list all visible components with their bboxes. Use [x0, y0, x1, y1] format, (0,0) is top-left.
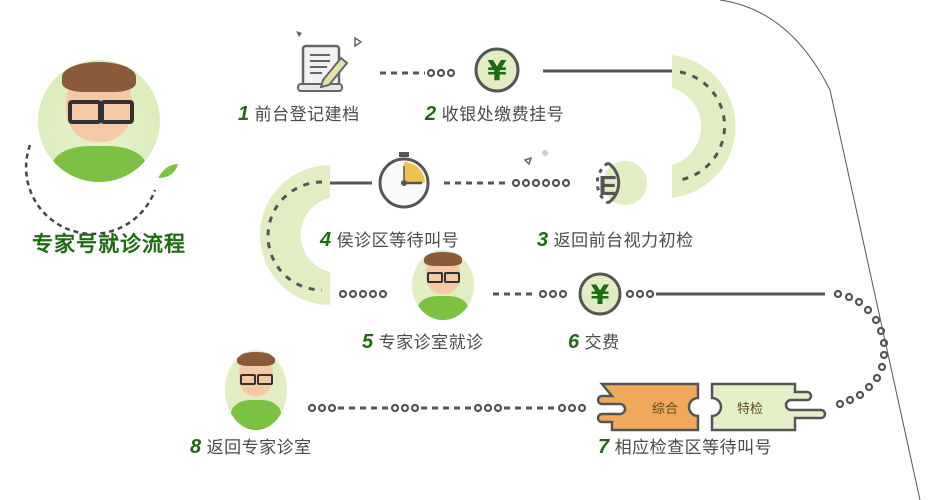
svg-text:E: E [599, 170, 618, 201]
eye-chart-e-icon: E [523, 150, 647, 205]
step-number: 7 [598, 436, 610, 458]
step-number: 6 [568, 331, 580, 353]
step-number: 8 [190, 436, 202, 458]
step-number: 2 [425, 103, 437, 125]
page-title: 专家号就诊流程 [32, 232, 186, 256]
step-number: 3 [537, 229, 549, 251]
leaf-icon [158, 164, 178, 178]
doctor-avatar-large [38, 60, 160, 182]
arc-left-band [260, 165, 330, 305]
svg-text:¥: ¥ [591, 280, 610, 311]
decorative-curve [719, 0, 921, 500]
document-pen-icon [296, 31, 363, 92]
arc-left-dashes [266, 180, 323, 292]
puzzle-icon [596, 382, 827, 432]
yen-coin-icon: ¥ [474, 47, 520, 93]
doctor-avatar-step5 [412, 250, 474, 320]
yen-coin-icon: ¥ [578, 272, 622, 316]
puzzle-label-left: 综合 [652, 402, 679, 417]
svg-text:¥: ¥ [487, 54, 507, 87]
step-number: 5 [362, 331, 374, 353]
stopwatch-icon [378, 152, 430, 209]
step-number: 4 [320, 229, 332, 251]
doctor-avatar-step8 [225, 350, 287, 430]
arc-right-band [672, 55, 736, 198]
step-number: 1 [238, 103, 250, 125]
arc-right-dashes [679, 70, 726, 182]
puzzle-label-right: 特检 [737, 402, 764, 417]
